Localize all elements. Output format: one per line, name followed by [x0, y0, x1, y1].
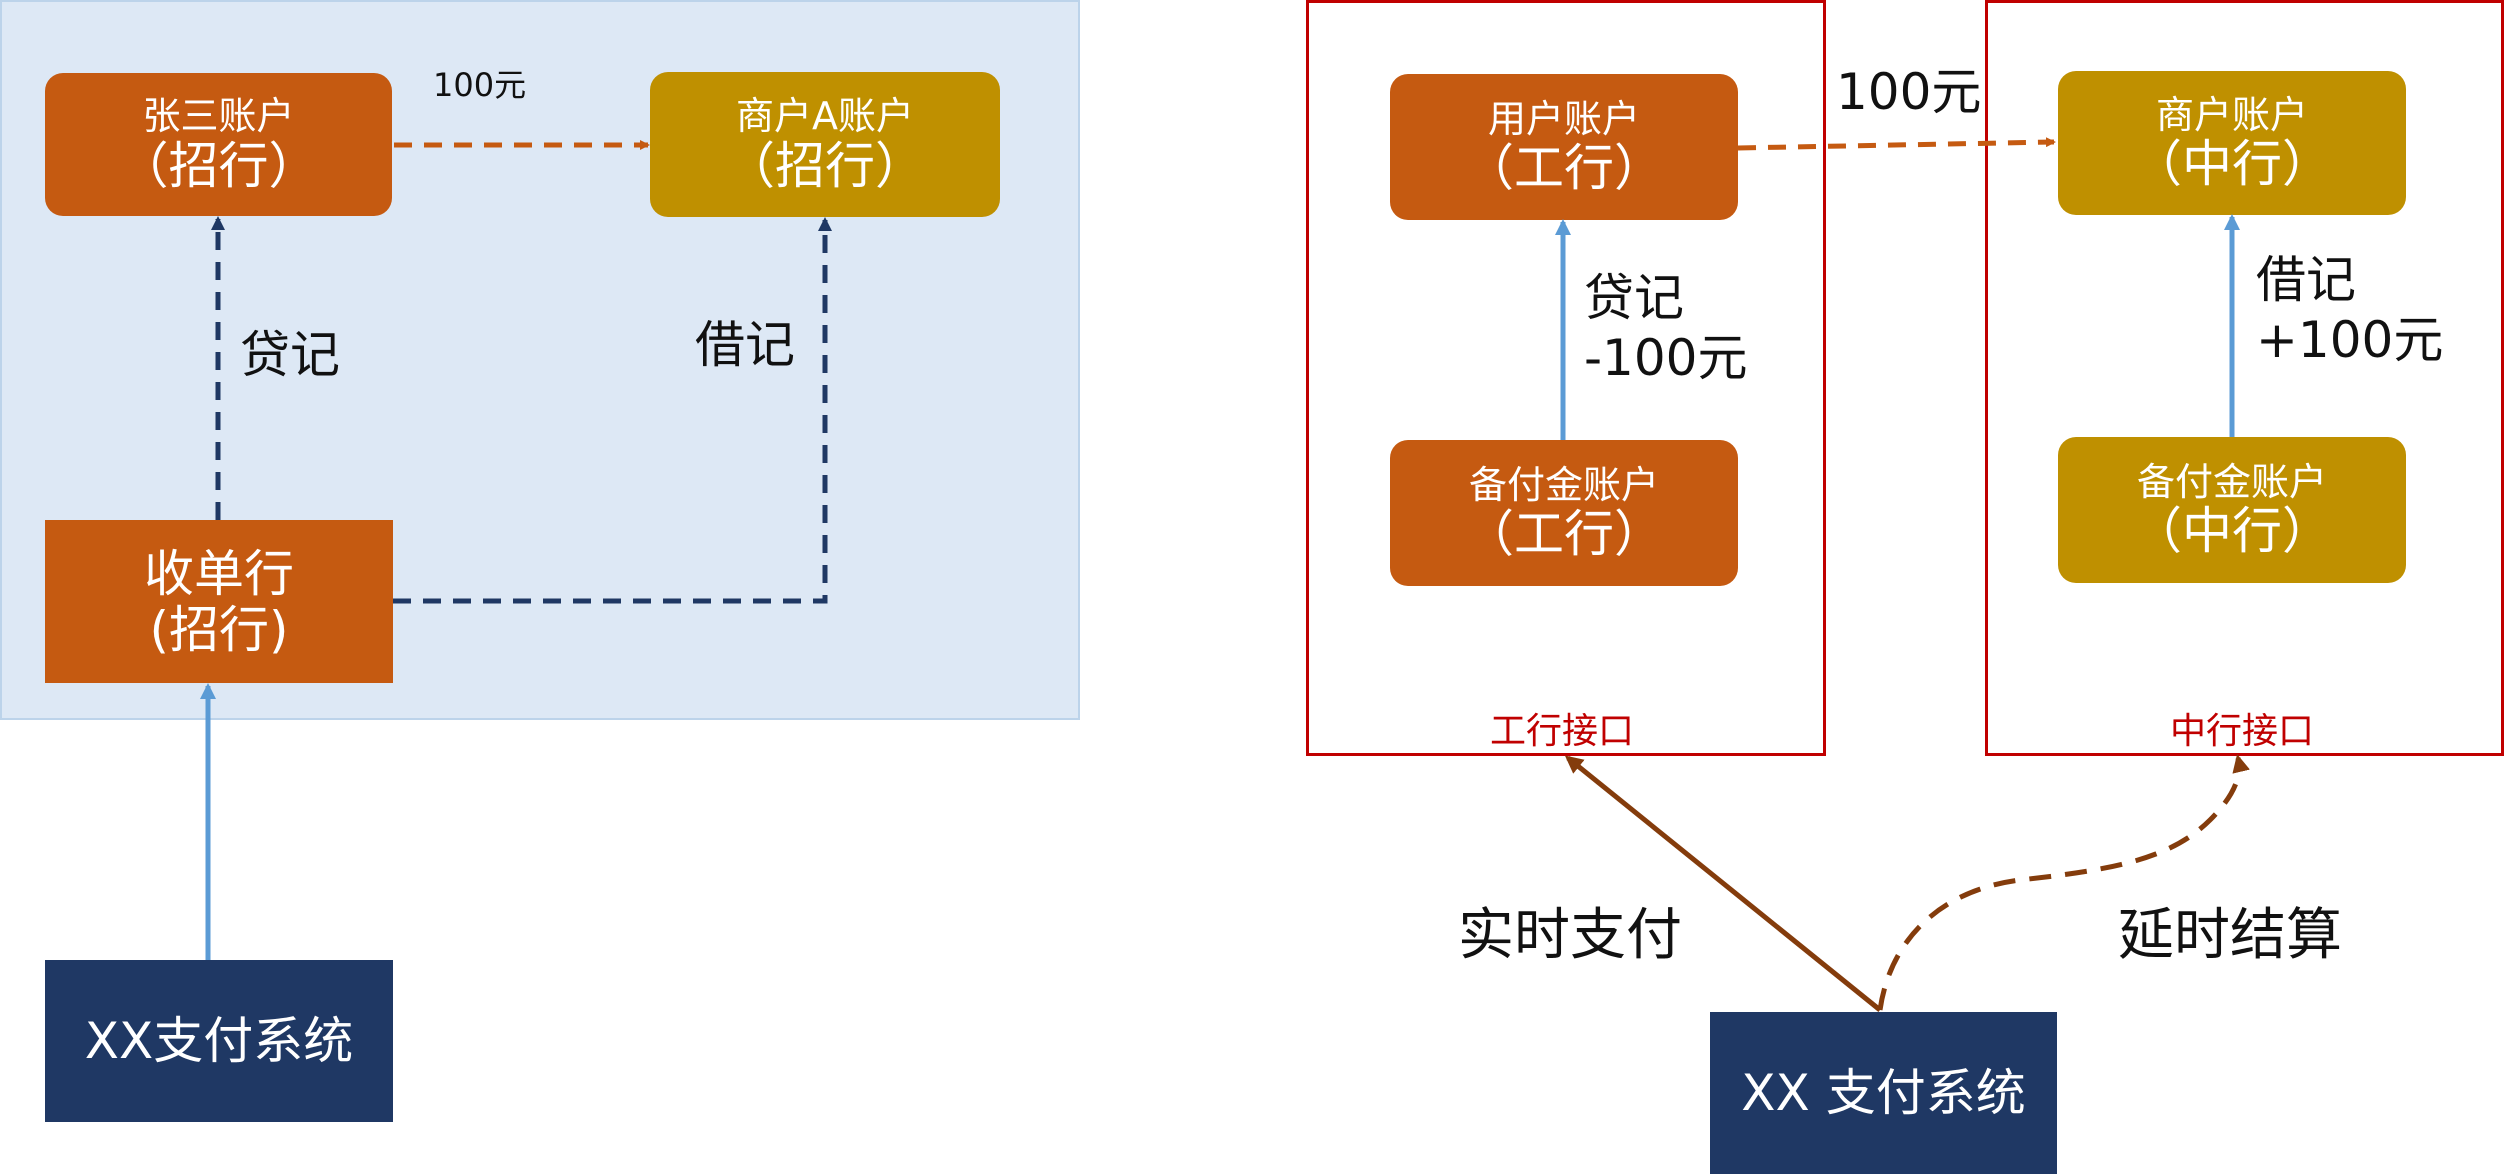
merchant-account-name: 商户账户 — [2155, 92, 2308, 137]
left-debit-label: 借记 — [695, 316, 795, 374]
right-credit-title: 贷记 — [1584, 269, 1684, 327]
zhangsan-account-bank: （招行） — [118, 136, 319, 195]
left-debit-arrow — [393, 217, 832, 604]
right-debit-amount: +100元 — [2256, 311, 2444, 369]
delayed-settlement-arrow — [1877, 754, 2250, 1011]
left-payment-system-node: XX支付系统 — [45, 960, 393, 1122]
merchant-account-bank: （中行） — [2132, 135, 2332, 194]
left-payment-system-label: XX支付系统 — [84, 1012, 354, 1070]
merchant-a-account-node: 商户A账户 （招行） — [650, 72, 1000, 217]
right-amount-label: 100元 — [1836, 63, 1982, 121]
merchant-account-node: 商户账户 （中行） — [2058, 71, 2406, 215]
right-payment-system-label: XX 支付系统 — [1741, 1064, 2026, 1122]
merchant-a-account-name: 商户A账户 — [736, 94, 914, 139]
reserve-boc-node: 备付金账户 （中行） — [2058, 437, 2406, 583]
realtime-payment-arrow — [1564, 755, 1882, 1012]
reserve-boc-bank: （中行） — [2132, 502, 2332, 561]
right-transfer-arrow — [1737, 137, 2056, 151]
right-payment-system-node: XX 支付系统 — [1710, 1012, 2057, 1174]
user-account-name: 用户账户 — [1487, 96, 1640, 141]
icbc-interface-label: 工行接口 — [1490, 711, 1635, 752]
boc-interface-label: 中行接口 — [2170, 711, 2315, 752]
zhangsan-account-name: 张三账户 — [142, 94, 295, 139]
left-credit-label: 贷记 — [240, 326, 340, 384]
left-amount-label: 100元 — [433, 66, 527, 104]
delayed-settlement-label: 延时结算 — [2118, 903, 2342, 968]
acquirer-bank-bank: (招行) — [149, 600, 289, 659]
realtime-payment-label: 实时支付 — [1458, 903, 1682, 968]
zhangsan-account-node: 张三账户 （招行） — [45, 73, 392, 216]
right-debit-label: 借记 +100元 — [2256, 250, 2443, 370]
right-credit-amount: -100元 — [1584, 329, 1748, 387]
reserve-boc-name: 备付金账户 — [2136, 459, 2327, 504]
reserve-icbc-node: 备付金账户 （工行） — [1390, 440, 1738, 586]
right-credit-label: 贷记 -100元 — [1584, 268, 1747, 388]
reserve-icbc-name: 备付金账户 — [1468, 462, 1659, 507]
user-account-bank: （工行） — [1464, 139, 1664, 198]
merchant-a-account-bank: （招行） — [725, 136, 925, 195]
acquirer-bank-node: 收单行 (招行) — [45, 520, 393, 683]
acquirer-bank-name: 收单行 — [144, 544, 294, 603]
user-account-node: 用户账户 （工行） — [1390, 74, 1738, 220]
right-debit-title: 借记 — [2256, 251, 2356, 309]
reserve-icbc-bank: （工行） — [1464, 505, 1664, 564]
